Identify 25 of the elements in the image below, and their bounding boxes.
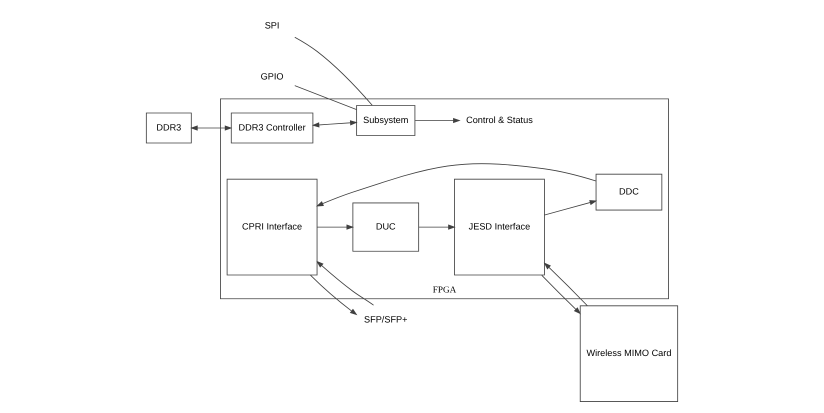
arrow [316, 224, 354, 230]
arrow [310, 274, 358, 316]
node-text: SFP/SFP+ [364, 314, 408, 325]
arrow [316, 260, 374, 306]
arrow [544, 200, 598, 216]
node-box: Subsystem [356, 105, 416, 136]
node-box: CPRI Interface [226, 178, 318, 276]
arrow [316, 163, 596, 206]
node-text: Control & Status [466, 114, 533, 125]
arrow [418, 224, 456, 230]
arrow [544, 262, 588, 306]
arrow [541, 274, 582, 314]
node-box: DDR3 Controller [230, 112, 314, 144]
arrow [414, 118, 461, 124]
node-text: GPIO [260, 72, 284, 82]
connector [294, 36, 373, 106]
connector [294, 85, 357, 110]
node-box: Wireless MIMO Card [580, 305, 678, 402]
node-text: SPI [264, 20, 280, 31]
node-box: DUC [352, 202, 420, 252]
node-box: DDC [596, 174, 662, 210]
node-box: JESD Interface [454, 178, 545, 276]
node-box: DDR3 [146, 112, 192, 144]
arrow [190, 125, 232, 131]
arrow [312, 120, 358, 128]
